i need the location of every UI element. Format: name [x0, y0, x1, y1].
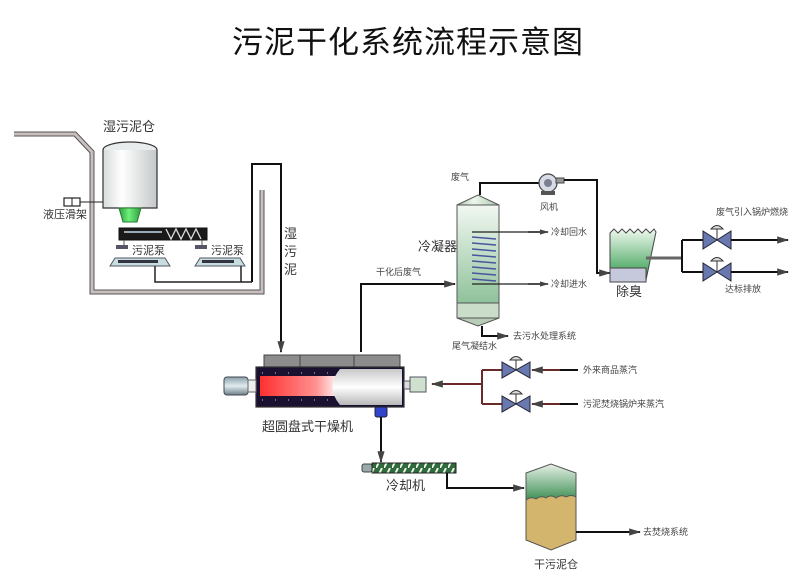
valve-to-boiler	[702, 225, 732, 250]
pump-outlet-line	[154, 266, 252, 283]
deodorizer-label: 除臭	[616, 285, 642, 300]
boiler-steam-label: 污泥焚烧锅炉来蒸汽	[583, 398, 664, 410]
wet-sludge-label-3: 泥	[284, 263, 297, 278]
diagram-title: 污泥干化系统流程示意图	[232, 25, 584, 61]
screw-conveyor	[118, 227, 208, 241]
valve-discharge	[702, 257, 732, 282]
dryer-label: 超圆盘式干燥机	[262, 419, 353, 435]
condensate-line	[481, 326, 510, 340]
to-wastewater-label: 去污水处理系统	[513, 330, 576, 342]
external-steam-label: 外来商品蒸汽	[583, 364, 637, 376]
feed-pipe	[14, 131, 265, 295]
steam-split-line	[481, 369, 502, 405]
valve-external-steam	[501, 356, 531, 379]
wet-sludge-silo	[102, 141, 158, 223]
wet-sludge-line	[251, 163, 285, 354]
sludge-pump-2-label: 污泥泵	[211, 244, 244, 257]
exhaust-gas-label: 废气	[451, 171, 469, 183]
hydraulic-slide	[63, 197, 103, 207]
valve-boiler-steam	[501, 390, 531, 413]
cooler-to-silo-line	[446, 473, 526, 492]
dry-sludge-silo	[525, 463, 577, 551]
cooler-label: 冷却机	[386, 479, 425, 494]
discharge-label: 达标排放	[725, 283, 761, 295]
fan	[538, 173, 565, 195]
condenser	[456, 194, 548, 327]
deodorizer	[609, 228, 657, 283]
sludge-pump-2	[194, 240, 246, 267]
fan-to-deodorizer-line	[564, 179, 612, 277]
condenser-label: 冷凝器	[418, 239, 457, 255]
wet-silo-label: 湿污泥仓	[103, 120, 155, 135]
to-boiler-label: 废气引入锅炉燃烧	[716, 206, 788, 218]
disc-dryer	[223, 354, 427, 418]
exhaust-to-fan-line	[479, 182, 540, 195]
wet-sludge-label-2: 污	[284, 245, 297, 260]
hydraulic-slide-label: 液压滑架	[43, 207, 87, 221]
cooler	[361, 462, 457, 474]
valve-split-line	[681, 239, 705, 273]
cooling-inlet-label: 冷却进水	[551, 278, 587, 290]
wet-sludge-label-1: 湿	[284, 227, 297, 242]
dried-exhaust-label: 干化后废气	[376, 266, 421, 278]
cooling-return-label: 冷却回水	[551, 226, 587, 238]
fan-label: 风机	[540, 201, 558, 213]
sludge-pump-1-label: 污泥泵	[132, 244, 165, 257]
dry-silo-label: 干污泥仓	[534, 557, 578, 571]
dried-exhaust-line	[360, 280, 457, 352]
condensate-label: 尾气凝结水	[452, 340, 497, 352]
to-incineration-label: 去焚烧系统	[643, 526, 688, 538]
sludge-pump-1	[109, 240, 171, 267]
